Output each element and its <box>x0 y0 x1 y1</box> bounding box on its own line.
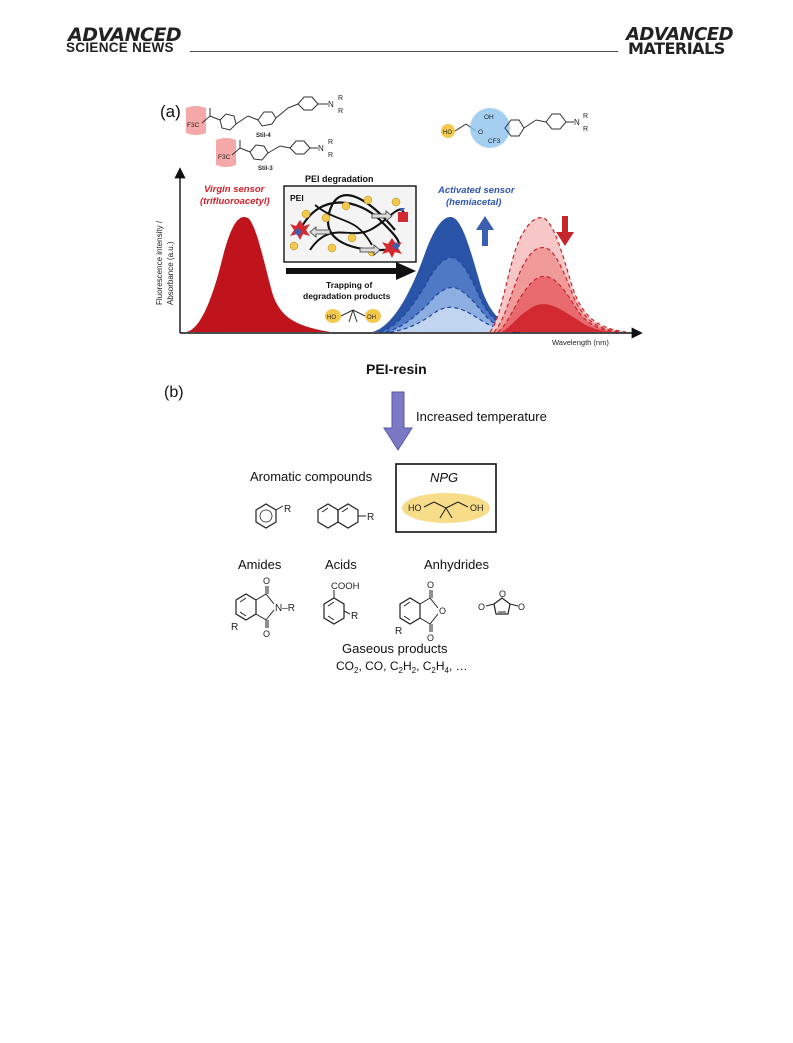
trapping-arrow-shaft <box>286 268 396 274</box>
phthalic-anhydride-structure: O O O R <box>395 580 446 643</box>
panel-b-label: (b) <box>164 384 184 401</box>
inset-title: PEI degradation <box>305 174 374 184</box>
diol-oh: OH <box>367 315 376 321</box>
stil-4-structure: F3C N R R Stil-4 <box>186 95 343 139</box>
stil-4-f3c: F3C <box>187 122 200 129</box>
acids-title: Acids <box>325 557 357 572</box>
npg-oh: OH <box>470 503 484 513</box>
naphthalene-r-label: R <box>367 512 374 523</box>
phthalimide-structure: O O N–R R <box>231 576 295 639</box>
benzoic-r: R <box>351 611 358 622</box>
diol-ho: HO <box>327 315 336 321</box>
stil-4-r2: R <box>338 108 343 115</box>
stil-4-r1: R <box>338 95 343 102</box>
amides-title: Amides <box>238 557 282 572</box>
stil-3-label: Stil-3 <box>258 166 273 172</box>
activated-sensor-peaks <box>372 217 530 333</box>
pei-resin-title: PEI-resin <box>366 361 427 377</box>
npg-title: NPG <box>430 470 458 485</box>
anhydride-o-ring: O <box>439 606 446 616</box>
left-logo-advanced: ADVANCED <box>68 24 182 46</box>
header-rule <box>190 51 618 52</box>
benzoic-cooh: COOH <box>331 581 360 592</box>
panel-a-label: (a) <box>160 102 181 121</box>
decrease-arrow <box>556 216 574 246</box>
stil-4-label: Stil-4 <box>256 133 271 139</box>
pei-degradation-inset: PEI degradation PEI <box>283 174 417 263</box>
anhydrides-title: Anhydrides <box>424 557 490 572</box>
naphthalene-r-structure: R <box>317 503 374 529</box>
trapping-label-2: degradation products <box>303 291 391 301</box>
hemiacetal-structure: HO O OH CF3 N R R <box>441 108 588 148</box>
stil-3-n: N <box>318 144 324 153</box>
left-logo-science-news: SCIENCE NEWS <box>66 40 174 55</box>
y-axis-label-2: Absorbance (a.u.) <box>166 241 175 305</box>
benzene-r-structure: R <box>255 503 291 529</box>
phthalimide-o-bottom: O <box>263 629 270 639</box>
gaseous-title: Gaseous products <box>342 641 448 656</box>
activated-sensor-label-2: (hemiacetal) <box>446 197 501 208</box>
maleic-o-left: O <box>478 602 485 612</box>
hemiacetal-cf3: CF3 <box>488 138 501 145</box>
increase-arrow <box>476 216 494 246</box>
gaseous-list: CO2, CO, C2H2, C2H4, … <box>336 659 468 675</box>
y-axis-label-1: Fluorescence intensity / <box>155 220 164 305</box>
stil-3-f3c: F3C <box>218 154 231 161</box>
maleic-anhydride-structure: O O O <box>478 589 525 615</box>
diol-structure: HO OH <box>325 309 381 323</box>
trapping-label-1: Trapping of <box>326 280 372 290</box>
hemiacetal-o: O <box>478 129 483 136</box>
virgin-sensor-peak <box>186 216 330 332</box>
stil-3-structure: F3C N R R Stil-3 <box>216 138 333 172</box>
hemiacetal-oh: OH <box>484 114 494 121</box>
phthalimide-o-top: O <box>263 576 270 586</box>
hemiacetal-n: N <box>574 118 580 127</box>
trapping-arrow-head <box>396 262 416 280</box>
maleic-o-ring: O <box>499 589 506 599</box>
right-logo-materials: MATERIALS <box>628 39 725 58</box>
temperature-label: Increased temperature <box>416 409 547 424</box>
hemiacetal-ho: HO <box>443 130 452 136</box>
inset-pei-label: PEI <box>290 193 304 203</box>
virgin-sensor-label-1: Virgin sensor <box>204 184 266 195</box>
phthalimide-r: R <box>231 622 238 633</box>
activated-sensor-label-1: Activated sensor <box>437 185 516 196</box>
benzene-r-label: R <box>284 504 291 515</box>
hemiacetal-r2: R <box>583 126 588 133</box>
anhydride-o-top: O <box>427 580 434 590</box>
npg-ho: HO <box>408 503 422 513</box>
aromatic-title: Aromatic compounds <box>250 469 373 484</box>
temperature-arrow <box>383 391 413 451</box>
emission-decreasing-peaks <box>489 217 627 333</box>
x-axis-label: Wavelength (nm) <box>552 338 609 347</box>
virgin-sensor-label-2: (trifluoroacetyl) <box>200 196 270 207</box>
stil-3-r2: R <box>328 152 333 159</box>
right-logo-advanced: ADVANCED <box>626 24 734 45</box>
maleic-o-right: O <box>518 602 525 612</box>
anhydride-r: R <box>395 626 402 637</box>
hemiacetal-r1: R <box>583 113 588 120</box>
stil-4-n: N <box>328 100 334 109</box>
phthalimide-n-r: N–R <box>275 603 295 614</box>
anhydride-o-bottom: O <box>427 633 434 643</box>
stil-3-r1: R <box>328 139 333 146</box>
npg-structure: HO OH <box>408 501 484 519</box>
benzoic-acid-structure: COOH R <box>323 581 360 625</box>
